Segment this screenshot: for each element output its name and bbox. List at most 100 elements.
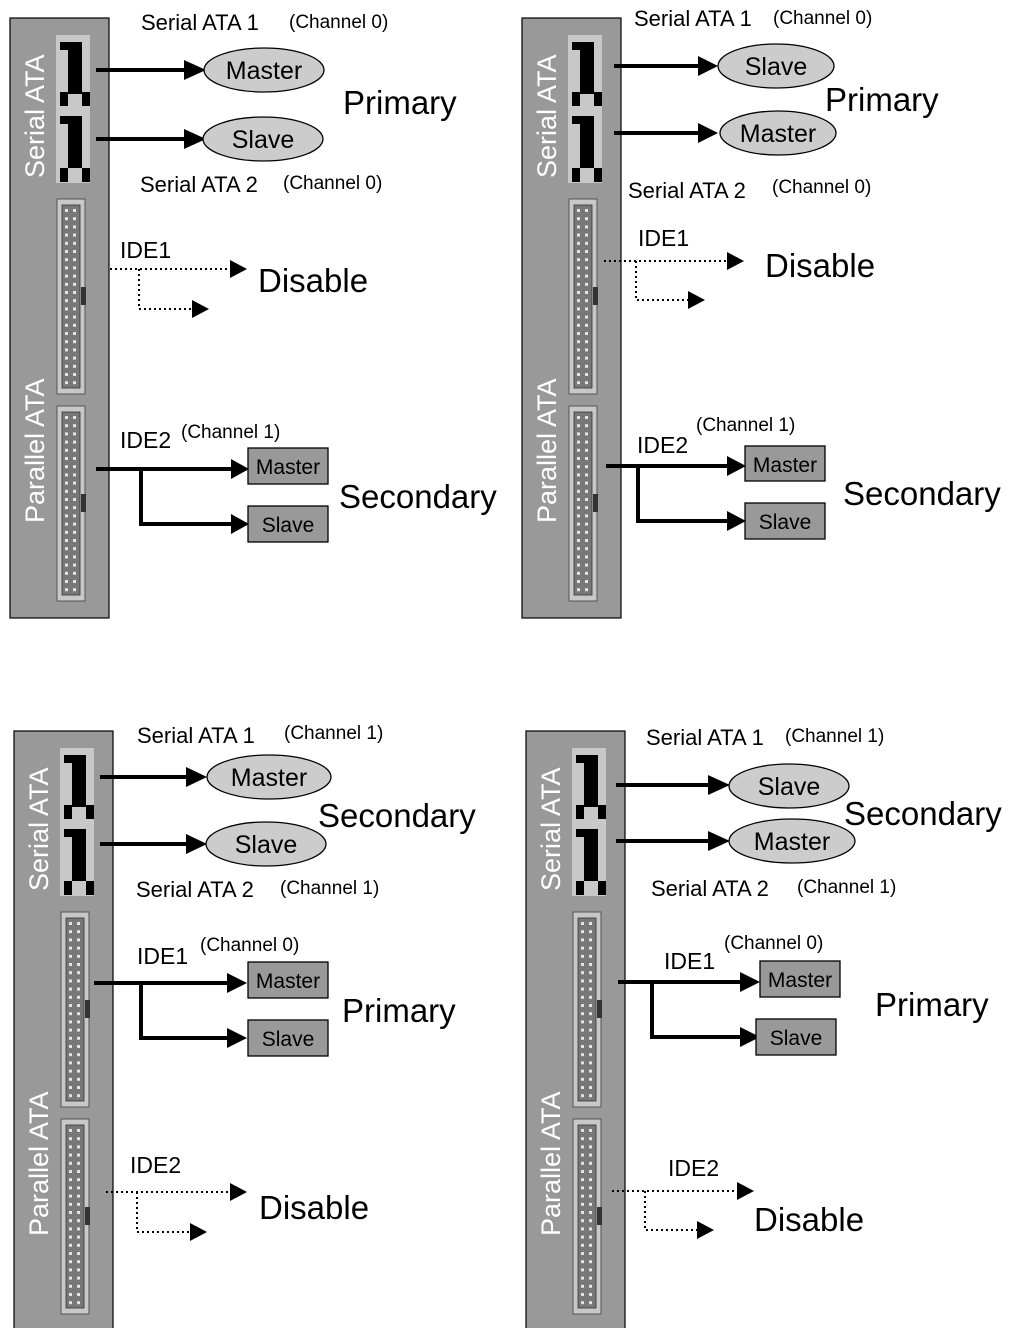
ide1-master: Master [768,969,832,992]
arrow-icon [186,834,207,854]
sata2-role: Slave [232,126,295,154]
ide1-state: Disable [765,247,875,284]
sata2-name: Serial ATA 2 [651,876,769,901]
arrow-icon [230,260,247,278]
sata2-device-oval [728,818,856,864]
ide2-connector [60,1118,90,1315]
panel-secondary-sata-master-first: Serial ATA Parallel ATA Serial ATA 1 (Ch… [13,723,476,1328]
arrow-icon [230,1183,247,1201]
ide1-slave: Slave [770,1027,823,1050]
arrow-icon [227,1028,247,1048]
sata2-role: Master [740,120,816,148]
sata1-device-oval [717,43,835,89]
ide2-master: Master [256,456,320,479]
ide1-name: IDE1 [664,948,715,974]
ide1-state: Disable [258,262,368,299]
parallel-ata-board-label: Parallel ATA [536,1091,566,1236]
sata2-device-oval [202,116,324,162]
ide2-channel: (Channel 1) [696,415,795,436]
ide1-master-box [247,961,329,999]
sata2-device-oval [205,821,327,867]
sata2-channel: (Channel 0) [283,173,382,194]
arrow-icon [698,56,718,76]
sata1-role: Master [231,764,307,792]
ide2-slave: Slave [759,511,812,534]
sata2-role: Slave [235,831,298,859]
sata-connectors [572,748,606,896]
ide1-connector [568,198,598,395]
ide1-slave: Slave [262,1028,315,1051]
ide1-channel: (Channel 0) [724,933,823,954]
ide1-master: Master [256,970,320,993]
arrow-icon [227,973,247,993]
ide2-connector [568,405,598,602]
sata2-channel: (Channel 0) [772,177,871,198]
sata1-name: Serial ATA 1 [646,725,764,750]
ide2-channel: (Channel 1) [181,422,280,443]
arrow-icon [708,775,730,795]
ide2-connector [56,405,86,602]
arrow-icon [740,972,760,992]
ide1-name: IDE1 [120,237,171,263]
parallel-ata-board-label: Parallel ATA [532,378,562,523]
arrow-icon [192,300,209,318]
serial-ata-board-label: Serial ATA [24,767,54,891]
sata1-name: Serial ATA 1 [137,723,255,748]
ide2-name: IDE2 [130,1152,181,1178]
ide2-master-box [744,445,826,482]
ide2-state: Disable [754,1201,864,1238]
ide1-group-label: Primary [342,992,456,1029]
sata2-channel: (Channel 1) [797,877,896,898]
arrow-icon [184,129,206,149]
sata1-channel: (Channel 0) [773,8,872,29]
ide2-group-label: Secondary [843,475,1001,512]
arrow-icon [737,1182,754,1200]
arrow-icon [697,1221,714,1239]
sata1-name: Serial ATA 1 [634,6,752,31]
ide2-slave-box [247,505,329,543]
sata2-channel: (Channel 1) [280,878,379,899]
sata-connectors [56,35,90,183]
ide1-connector [60,911,90,1108]
arrow-icon [186,767,207,787]
sata2-device-oval [719,110,837,156]
sata1-device-oval [728,763,850,809]
panel-primary-sata-master-first: Serial ATA Parallel ATA Serial ATA 1 (Ch… [9,10,497,619]
ide2-group-label: Secondary [339,478,497,515]
sata1-role: Slave [745,53,808,81]
sata2-name: Serial ATA 2 [140,172,258,197]
sata2-name: Serial ATA 2 [628,178,746,203]
arrow-icon [231,514,249,534]
ide2-slave-box [744,502,826,540]
arrow-icon [231,459,249,479]
ide1-connector [572,911,602,1108]
ide2-connector [572,1118,602,1315]
sata-group-label: Secondary [844,795,1002,832]
ide2-master-box [247,447,329,485]
panel-secondary-sata-slave-first: Serial ATA Parallel ATA Serial ATA 1 (Ch… [525,725,1002,1328]
ide1-master-box [759,960,841,998]
sata1-role: Master [226,57,302,85]
ide1-slave-box [247,1019,329,1057]
arrow-icon [740,1027,760,1047]
sata1-name: Serial ATA 1 [141,10,259,35]
sata2-name: Serial ATA 2 [136,877,254,902]
ide2-name: IDE2 [120,427,171,453]
parallel-ata-board-label: Parallel ATA [20,378,50,523]
ide1-name: IDE1 [638,225,689,251]
serial-ata-board-label: Serial ATA [536,767,566,891]
ide1-name: IDE1 [137,943,188,969]
ide2-name: IDE2 [668,1155,719,1181]
ide1-group-label: Primary [875,986,989,1023]
ide1-channel: (Channel 0) [200,935,299,956]
sata1-device-oval [206,754,332,800]
arrow-icon [727,511,746,531]
ide2-name: IDE2 [637,432,688,458]
sata-connectors [568,35,602,183]
ide2-state: Disable [259,1189,369,1226]
sata-group-label: Primary [825,81,939,118]
sata1-channel: (Channel 1) [284,723,383,744]
arrow-icon [727,252,744,270]
arrow-icon [184,60,206,80]
arrow-icon [190,1223,207,1241]
